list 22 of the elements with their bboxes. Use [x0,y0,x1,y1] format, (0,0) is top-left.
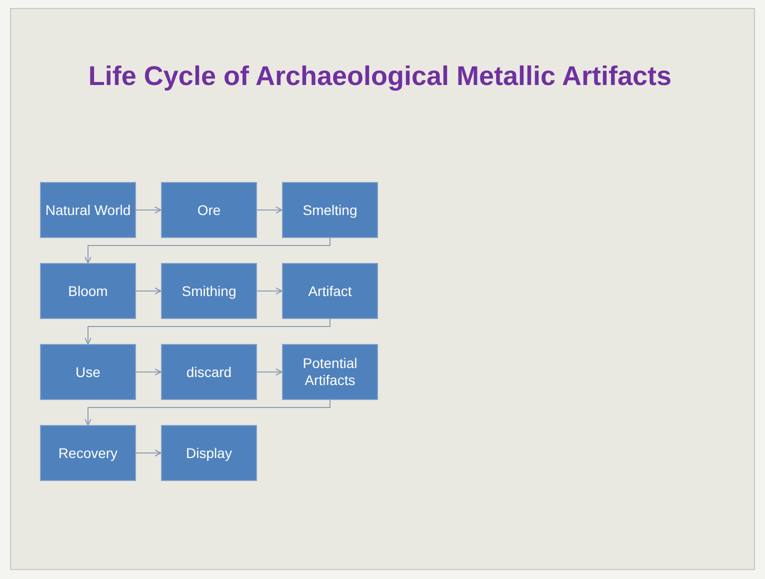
process-box: Artifact [282,263,378,319]
arrow [256,368,282,376]
arrow [256,288,282,294]
process-box: Potential Artifacts [282,344,378,400]
arrow [136,288,162,294]
process-box: Smithing [161,263,257,319]
process-box: Display [161,425,257,481]
arrow [84,400,330,426]
process-box: Bloom [40,263,136,319]
process-box: Recovery [40,425,136,481]
arrow [136,368,162,376]
arrow [84,238,330,264]
process-box: Use [40,344,136,400]
arrow [84,318,330,344]
arrow [256,206,282,214]
process-box: Smelting [282,182,378,238]
title: Life Cycle of Archaeological Metallic Artifacts [87,60,673,93]
arrow [136,206,162,214]
process-box: Natural World [40,182,136,238]
process-box: Ore [161,182,257,238]
arrow [136,450,162,456]
process-box: discard [161,344,257,400]
